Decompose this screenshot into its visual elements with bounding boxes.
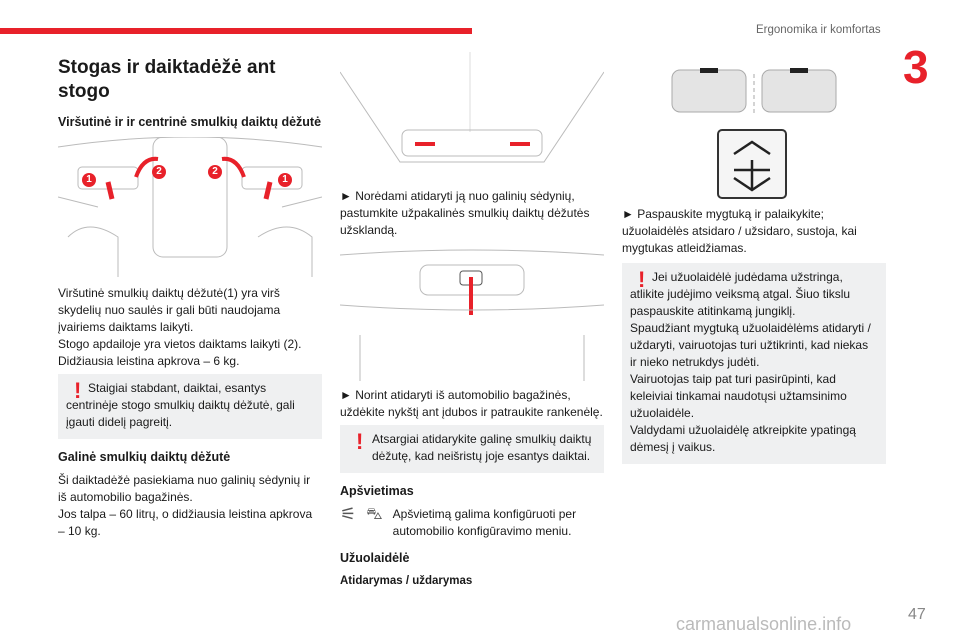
column-2: ► Norėdami atidaryti ją nuo galinių sėdy… <box>340 52 604 590</box>
settings-sliders-icon: ⚟ <box>340 504 357 524</box>
callout-2: 2 <box>208 165 222 179</box>
car-icon: ⛍ <box>366 506 383 523</box>
instruction: ► Norint atidaryti iš automobilio bagaži… <box>340 388 603 419</box>
roof-storage-illustration: 1 2 2 1 <box>58 137 322 277</box>
warning-text: Atsargiai atidarykite galinę smulkių dai… <box>372 432 592 463</box>
callout-1: 1 <box>82 173 96 187</box>
warning-text: Spaudžiant mygtuką užuolaidėlėms atidary… <box>630 321 871 369</box>
warning-text: Jei užuolaidėlė judėdama užstringa, atli… <box>630 270 851 318</box>
rear-storage-from-boot-illustration <box>340 245 604 381</box>
subtitle: Viršutinė ir ir centrinė smulkių daiktų … <box>58 115 322 129</box>
warning-box: ! Atsargiai atidarykite galinę smulkių d… <box>340 425 604 473</box>
warning-icon: ! <box>638 267 646 292</box>
paragraph: Stogo apdailoje yra vietos daiktams laik… <box>58 337 302 351</box>
chapter-bar <box>0 28 472 34</box>
column-1: Stogas ir daiktadėžė ant stogo Viršutinė… <box>58 56 322 540</box>
paragraph: Didžiausia leistina apkrova – 6 kg. <box>58 354 240 368</box>
watermark: carmanualsonline.info <box>676 614 852 634</box>
section-heading-blind: Užuolaidėlė <box>340 551 410 565</box>
warning-text: Vairuotojas taip pat turi pasirūpinti, k… <box>630 372 847 420</box>
column-3: ► Paspauskite mygtuką ir palaikykite; už… <box>622 60 886 472</box>
instruction: ► Paspauskite mygtuką ir palaikykite; už… <box>622 207 857 255</box>
warning-box: ! Jei užuolaidėlė judėdama užstringa, at… <box>622 263 886 464</box>
callout-1: 1 <box>278 173 292 187</box>
warning-text: Valdydami užuolaidėlę atkreipkite ypatin… <box>630 423 856 454</box>
subheading: Atidarymas / uždarymas <box>340 575 473 587</box>
instruction: ► Norėdami atidaryti ją nuo galinių sėdy… <box>340 189 590 237</box>
chapter-number: 3 <box>903 41 929 93</box>
paragraph: Jos talpa – 60 litrų, o didžiausia leist… <box>58 507 313 538</box>
lighting-text: Apšvietimą galima konfigūruoti per autom… <box>392 507 577 538</box>
warning-icon: ! <box>74 378 82 403</box>
callout-2: 2 <box>152 165 166 179</box>
page-number: 47 <box>908 606 926 623</box>
rear-storage-from-seats-illustration <box>340 52 604 176</box>
warning-text: Staigiai stabdant, daiktai, esantys cent… <box>66 381 295 429</box>
section-heading: Galinė smulkių daiktų dėžutė <box>58 450 231 464</box>
section-heading-lighting: Apšvietimas <box>340 484 414 498</box>
page-title: Stogas ir daiktadėžė ant stogo <box>58 57 276 102</box>
paragraph: Ši daiktadėžė pasiekiama nuo galinių sėd… <box>58 473 311 504</box>
sunblind-button-illustration <box>622 60 886 200</box>
warning-box: ! Staigiai stabdant, daiktai, esantys ce… <box>58 374 322 439</box>
warning-icon: ! <box>356 429 364 454</box>
section-title: Ergonomika ir komfortas <box>756 24 881 36</box>
paragraph: Viršutinė smulkių daiktų dėžutė(1) yra v… <box>58 286 281 334</box>
